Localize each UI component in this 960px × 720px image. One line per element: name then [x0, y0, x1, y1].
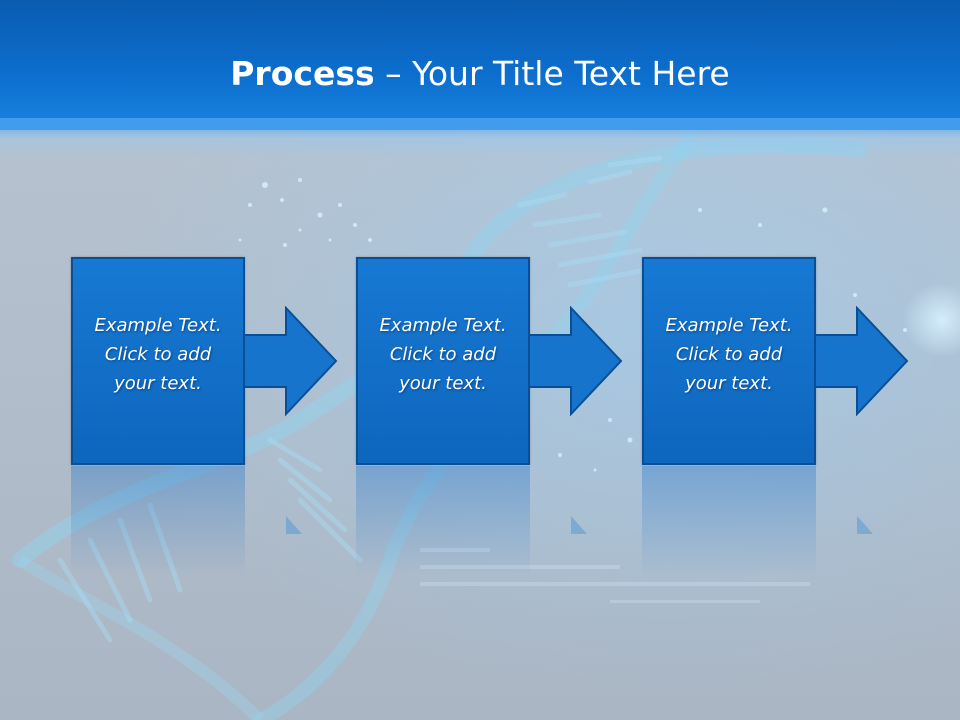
step-line-1: Example Text. [665, 315, 793, 336]
process-step-1-text[interactable]: Example Text. Click to add your text. [73, 311, 243, 398]
slide-title-bold: Process [230, 54, 375, 93]
process-step-3-box[interactable]: Example Text. Click to add your text. [642, 257, 816, 465]
step-line-2: Click to add [675, 344, 783, 365]
slide-title[interactable]: Process – Your Title Text Here [0, 52, 960, 96]
step-line-3: your text. [685, 373, 773, 394]
step-line-2: Click to add [104, 344, 212, 365]
step-line-3: your text. [114, 373, 202, 394]
process-step-3-reflection [642, 466, 816, 576]
process-arrow-3-reflection [857, 516, 873, 534]
process-step-2-box[interactable]: Example Text. Click to add your text. [356, 257, 530, 465]
process-step-3-text[interactable]: Example Text. Click to add your text. [644, 311, 814, 398]
process-step-2-text[interactable]: Example Text. Click to add your text. [358, 311, 528, 398]
process-step-2-reflection [356, 466, 530, 576]
title-bar [0, 0, 960, 130]
step-line-1: Example Text. [94, 315, 222, 336]
step-line-3: your text. [399, 373, 487, 394]
process-arrow-1-icon[interactable] [242, 306, 338, 416]
slide-title-rest: – Your Title Text Here [374, 54, 730, 93]
process-arrow-3-icon[interactable] [813, 306, 909, 416]
process-step-1-box[interactable]: Example Text. Click to add your text. [71, 257, 245, 465]
process-step-1-reflection [71, 466, 245, 576]
process-arrow-1-reflection [286, 516, 302, 534]
title-bar-glow [0, 118, 960, 158]
process-arrow-2-reflection [571, 516, 587, 534]
process-arrow-2-icon[interactable] [527, 306, 623, 416]
step-line-2: Click to add [389, 344, 497, 365]
step-line-1: Example Text. [379, 315, 507, 336]
